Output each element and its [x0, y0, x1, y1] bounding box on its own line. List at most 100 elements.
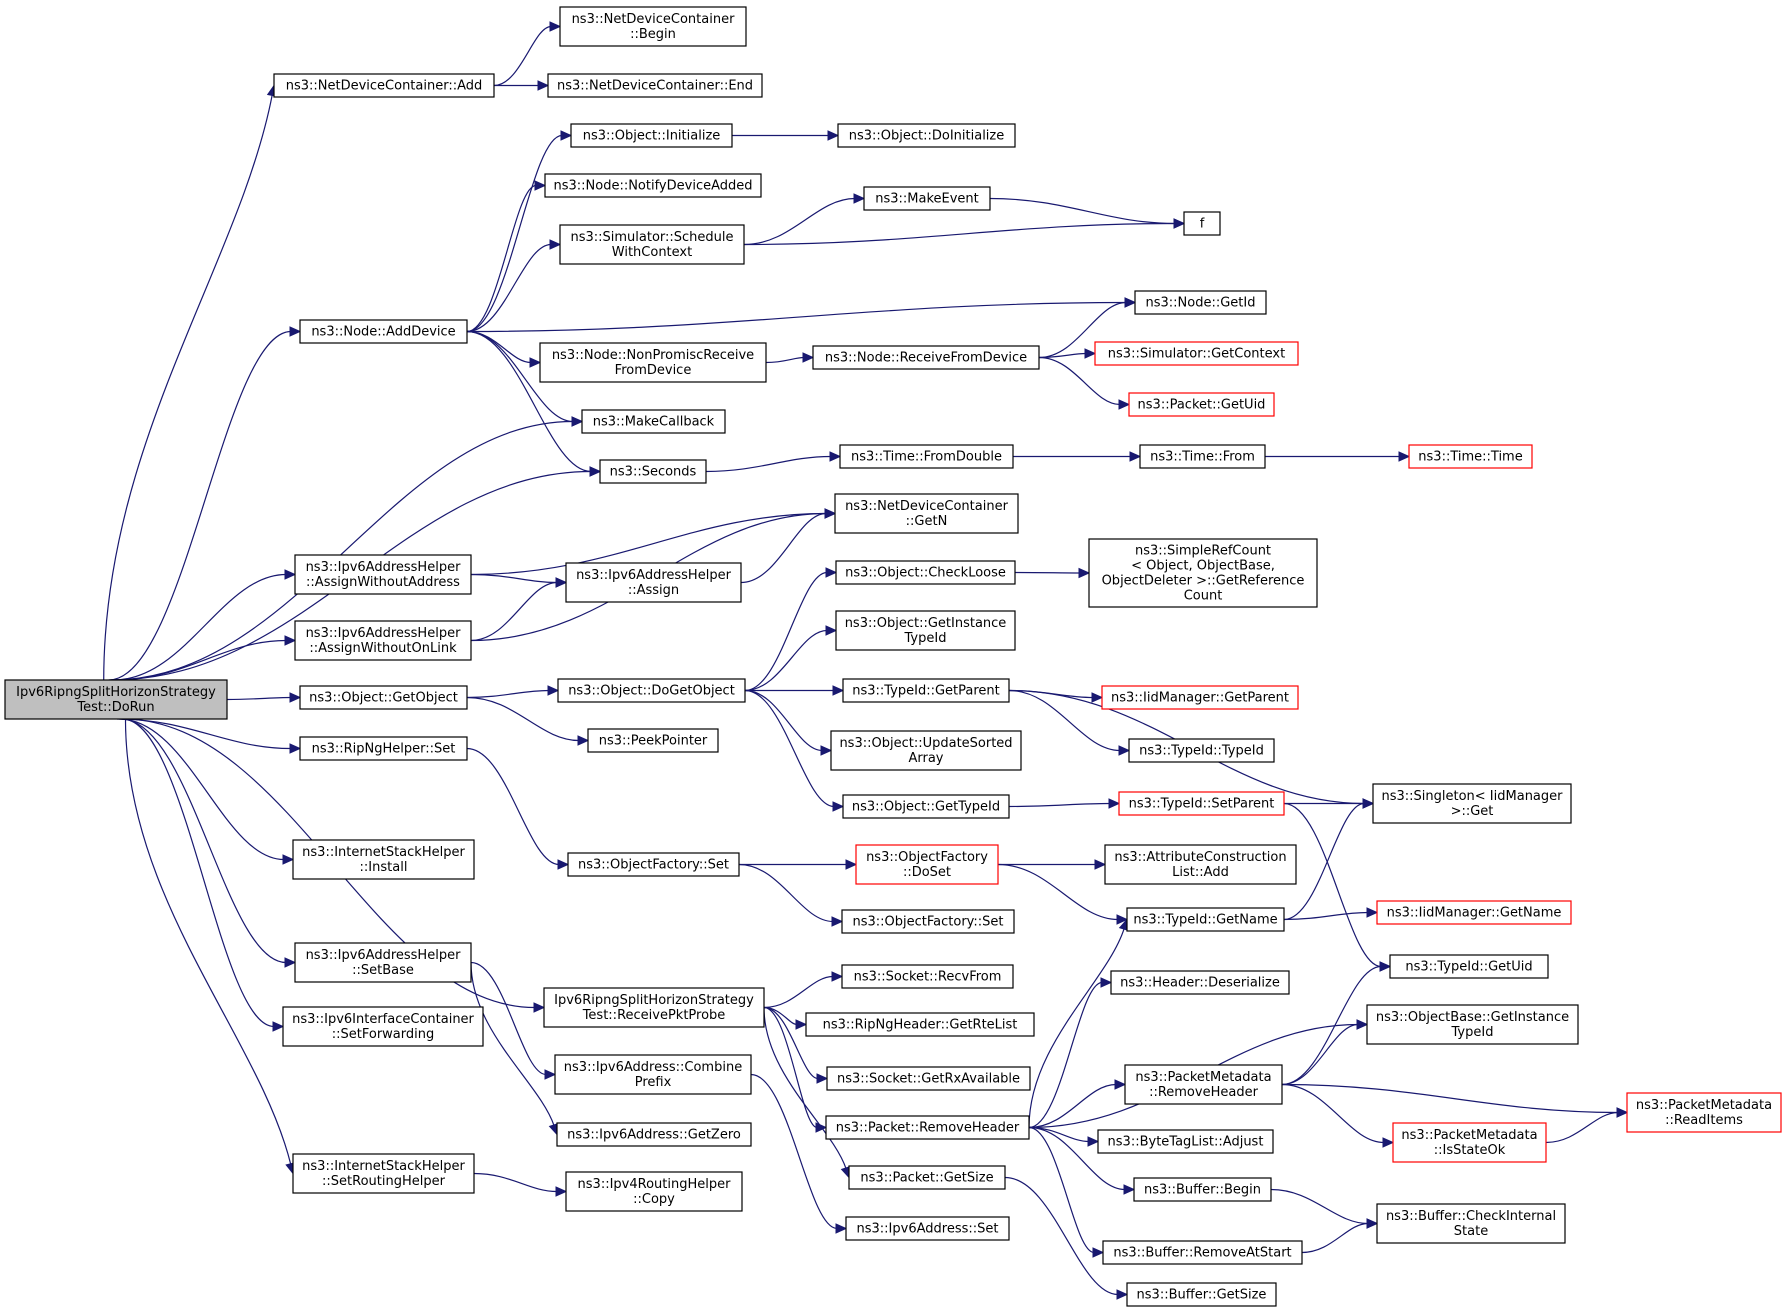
node-ns3-ipv6addresshelper-assignwithoutonlink[interactable]: ns3::Ipv6AddressHelper::AssignWithoutOnL…: [294, 620, 472, 661]
node-ns3-objectfactory-set[interactable]: ns3::ObjectFactory::Set: [841, 909, 1015, 934]
edge-line: [470, 961, 547, 1076]
node-box: [855, 844, 999, 885]
edge-arrowhead: [825, 625, 838, 636]
node-ns3-node-receivefromdevice[interactable]: ns3::Node::ReceiveFromDevice: [812, 345, 1040, 370]
node-ns3-object-dogetobject[interactable]: ns3::Object::DoGetObject: [557, 678, 746, 703]
node-ns3-singleton-iidmanager-get[interactable]: ns3::Singleton< IidManager >::Get: [1372, 783, 1572, 824]
node-ns3-ipv6addresshelper-assign[interactable]: ns3::Ipv6AddressHelper::Assign: [565, 562, 742, 603]
node-ns3-packetmetadata-removeheader[interactable]: ns3::PacketMetadata::RemoveHeader: [1124, 1064, 1283, 1105]
edge-line: [470, 573, 558, 584]
node-ns3-packet-getuid[interactable]: ns3::Packet::GetUid: [1128, 392, 1275, 417]
node-label: Count: [1184, 589, 1223, 604]
node-box: [557, 678, 746, 703]
node-ns3-netdevicecontainer-getn[interactable]: ns3::NetDeviceContainer::GetN: [834, 493, 1019, 534]
node-ns3-typeid-typeid[interactable]: ns3::TypeId::TypeId: [1128, 738, 1275, 763]
node-ns3-simplerefcount-object-objectbase-objectdeleter-getreference-count[interactable]: ns3::SimpleRefCount< Object, ObjectBase,…: [1088, 538, 1318, 608]
node-box: [841, 909, 1015, 934]
node-ns3-buffer-begin[interactable]: ns3::Buffer::Begin: [1133, 1177, 1272, 1202]
node-ns3-header-deserialize[interactable]: ns3::Header::Deserialize: [1110, 970, 1290, 995]
node-ns3-simulator-getcontext[interactable]: ns3::Simulator::GetContext: [1094, 341, 1299, 366]
node-ns3-internetstackhelper-setroutinghelper[interactable]: ns3::InternetStackHelper::SetRoutingHelp…: [292, 1153, 475, 1194]
node-ns3-ipv6addresshelper-setbase[interactable]: ns3::Ipv6AddressHelper::SetBase: [294, 942, 472, 983]
edge-ipv6ah_setbase-to-ipv6a_combine: [470, 961, 557, 1080]
node-ns3-netdevicecontainer-begin[interactable]: ns3::NetDeviceContainer::Begin: [559, 6, 747, 47]
edge-arrowhead: [1124, 297, 1137, 308]
edge-seconds-to-time_fromdouble: [705, 451, 842, 473]
node-ns3-ipv6address-set[interactable]: ns3::Ipv6Address::Set: [845, 1216, 1010, 1241]
node-ns3-typeid-getparent[interactable]: ns3::TypeId::GetParent: [842, 678, 1010, 703]
node-ns3-makecallback[interactable]: ns3::MakeCallback: [581, 409, 726, 434]
node-box: [299, 685, 468, 710]
node-ns3-node-getid[interactable]: ns3::Node::GetId: [1134, 290, 1267, 315]
node-ns3-node-adddevice[interactable]: ns3::Node::AddDevice: [299, 319, 468, 344]
edge-line: [110, 420, 574, 681]
node-ns3-time-from[interactable]: ns3::Time::From: [1139, 444, 1266, 469]
node-ns3-object-doinitialize[interactable]: ns3::Object::DoInitialize: [837, 123, 1016, 148]
node-f[interactable]: f: [1183, 211, 1221, 236]
node-label: ns3::Buffer::GetSize: [1137, 1288, 1267, 1303]
node-ns3-node-notifydeviceadded[interactable]: ns3::Node::NotifyDeviceAdded: [544, 173, 762, 198]
node-ns3-objectfactory-doset[interactable]: ns3::ObjectFactory::DoSet: [855, 844, 999, 885]
node-ns3-ripnghelper-set[interactable]: ns3::RipNgHelper::Set: [299, 736, 468, 761]
node-ns3-ipv4routinghelper-copy[interactable]: ns3::Ipv4RoutingHelper::Copy: [565, 1171, 743, 1212]
node-ns3-ripngheader-getrtelist[interactable]: ns3::RipNgHeader::GetRteList: [805, 1012, 1035, 1037]
node-ns3-makeevent[interactable]: ns3::MakeEvent: [863, 186, 991, 211]
node-ns3-peekpointer[interactable]: ns3::PeekPointer: [587, 728, 719, 753]
node-ns3-buffer-removeatstart[interactable]: ns3::Buffer::RemoveAtStart: [1102, 1240, 1303, 1265]
node-label: ns3::Ipv6AddressHelper: [306, 560, 462, 575]
node-label: ns3::ObjectFactory::Set: [578, 858, 729, 873]
node-ns3-packetmetadata-readitems[interactable]: ns3::PacketMetadata::ReadItems: [1626, 1092, 1782, 1133]
node-ns3-ipv6addresshelper-assignwithoutaddress[interactable]: ns3::Ipv6AddressHelper::AssignWithoutAdd…: [294, 554, 472, 595]
edge-make_event-to-f: [989, 197, 1186, 229]
node-ns3-iidmanager-getname[interactable]: ns3::IidManager::GetName: [1376, 900, 1572, 925]
node-ns3-bytetaglist-adjust[interactable]: ns3::ByteTagList::Adjust: [1097, 1129, 1274, 1154]
node-label: Ipv6RipngSplitHorizonStrategy: [16, 685, 216, 700]
edge-pkt_removeheader-to-buf_begin: [1028, 1126, 1136, 1195]
node-ipv6ripngsplithorizonstrategy-test-receivepktprobe[interactable]: Ipv6RipngSplitHorizonStrategyTest::Recei…: [543, 987, 765, 1028]
node-ns3-iidmanager-getparent[interactable]: ns3::IidManager::GetParent: [1101, 685, 1299, 710]
node-ns3-buffer-getsize[interactable]: ns3::Buffer::GetSize: [1126, 1282, 1277, 1307]
node-ns3-packetmetadata-isstateok[interactable]: ns3::PacketMetadata::IsStateOk: [1392, 1122, 1547, 1163]
node-ns3-netdevicecontainer-add[interactable]: ns3::NetDeviceContainer::Add: [273, 73, 495, 98]
node-ns3-time-time[interactable]: ns3::Time::Time: [1408, 444, 1533, 469]
node-ns3-typeid-setparent[interactable]: ns3::TypeId::SetParent: [1118, 791, 1285, 816]
node-ns3-object-checkloose[interactable]: ns3::Object::CheckLoose: [835, 560, 1016, 585]
edge-receive_probe-to-socket_getrx: [763, 1006, 829, 1084]
node-ns3-typeid-getname[interactable]: ns3::TypeId::GetName: [1126, 907, 1285, 932]
node-ns3-object-getobject[interactable]: ns3::Object::GetObject: [299, 685, 468, 710]
edge-pkt_getsize-to-buf_getsize: [1004, 1176, 1129, 1300]
node-ns3-socket-recvfrom[interactable]: ns3::Socket::RecvFrom: [841, 964, 1014, 989]
node-ns3-internetstackhelper-install[interactable]: ns3::InternetStackHelper::Install: [292, 839, 475, 880]
node-ns3-time-fromdouble[interactable]: ns3::Time::FromDouble: [839, 444, 1014, 469]
node-ns3-packet-getsize[interactable]: ns3::Packet::GetSize: [848, 1165, 1006, 1190]
node-ns3-packet-removeheader[interactable]: ns3::Packet::RemoveHeader: [825, 1115, 1030, 1140]
edge-arrowhead: [1094, 859, 1107, 870]
edge-pkt_removeheader-to-pm_removeheader: [1028, 1079, 1127, 1129]
edge-root-to-obj_getobject: [226, 692, 302, 703]
node-ns3-seconds[interactable]: ns3::Seconds: [599, 459, 707, 484]
node-label: ::GetN: [906, 514, 948, 529]
edge-typeid_getname-to-iid_getname: [1283, 907, 1379, 921]
node-ns3-typeid-getuid[interactable]: ns3::TypeId::GetUid: [1389, 954, 1549, 979]
node-ns3-objectfactory-set[interactable]: ns3::ObjectFactory::Set: [567, 852, 740, 877]
node-ns3-ipv6address-getzero[interactable]: ns3::Ipv6Address::GetZero: [556, 1122, 752, 1147]
edge-pkt_removeheader-to-buf_removeatstart: [1028, 1126, 1105, 1258]
node-box: [1101, 685, 1299, 710]
node-ns3-object-gettypeid[interactable]: ns3::Object::GetTypeId: [842, 794, 1010, 819]
node-ns3-object-initialize[interactable]: ns3::Object::Initialize: [570, 123, 733, 148]
node-box: [1376, 900, 1572, 925]
edge-obj_dogetobject-to-obj_checkloose: [744, 567, 838, 692]
node-ns3-ipv6interfacecontainer-setforwarding[interactable]: ns3::Ipv6InterfaceContainer::SetForwardi…: [282, 1006, 484, 1047]
node-ns3-socket-getrxavailable[interactable]: ns3::Socket::GetRxAvailable: [826, 1066, 1031, 1091]
node-label: ns3::Object::UpdateSorted: [839, 736, 1012, 751]
node-ns3-netdevicecontainer-end[interactable]: ns3::NetDeviceContainer::End: [547, 73, 763, 98]
